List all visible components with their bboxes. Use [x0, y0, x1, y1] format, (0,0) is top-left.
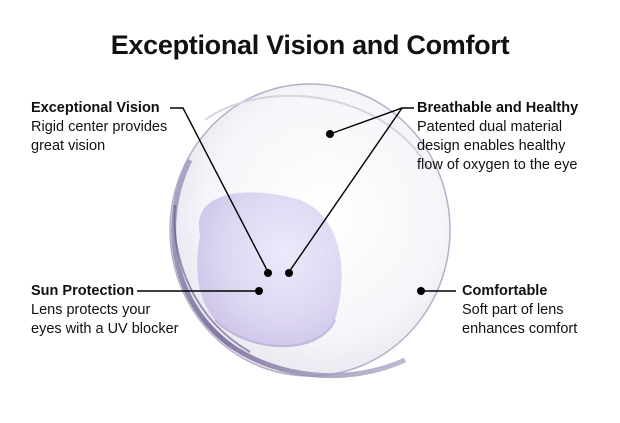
callout-text-line: Lens protects your [31, 302, 151, 318]
callout-heading: Sun Protection [31, 283, 135, 299]
callout-heading: Comfortable [462, 283, 548, 299]
dot-sun-protection [255, 287, 263, 295]
callout-exceptional-vision: Exceptional Vision Rigid center provides… [31, 99, 167, 156]
dot-comfortable [417, 287, 425, 295]
callout-text-line: enhances comfort [462, 321, 578, 337]
callout-text-line: great vision [31, 138, 106, 154]
callout-text-line: design enables healthy [417, 138, 566, 154]
callout-text-line: Soft part of lens [462, 302, 564, 318]
leader-lines [137, 107, 456, 292]
dot-exceptional-vision [264, 269, 272, 277]
callout-heading: Breathable and Healthy [417, 100, 579, 116]
callout-text-line: flow of oxygen to the eye [417, 157, 578, 173]
callout-text-line: eyes with a UV blocker [31, 321, 179, 337]
callout-sun-protection: Sun Protection Lens protects your eyes w… [31, 282, 178, 339]
callout-dots [255, 130, 425, 295]
callout-text-line: Rigid center provides [31, 119, 168, 135]
dot-breathable-center [285, 269, 293, 277]
callout-heading: Exceptional Vision [31, 100, 160, 116]
diagram-title: Exceptional Vision and Comfort [110, 30, 510, 60]
leader-exceptional-vision [170, 107, 269, 273]
leader-breathable-lower [288, 107, 403, 273]
callout-breathable: Breathable and Healthy Patented dual mat… [417, 99, 578, 175]
callout-comfortable: Comfortable Soft part of lens enhances c… [462, 282, 577, 339]
dot-breathable-outer [326, 130, 334, 138]
callout-text-line: Patented dual material [417, 119, 563, 135]
